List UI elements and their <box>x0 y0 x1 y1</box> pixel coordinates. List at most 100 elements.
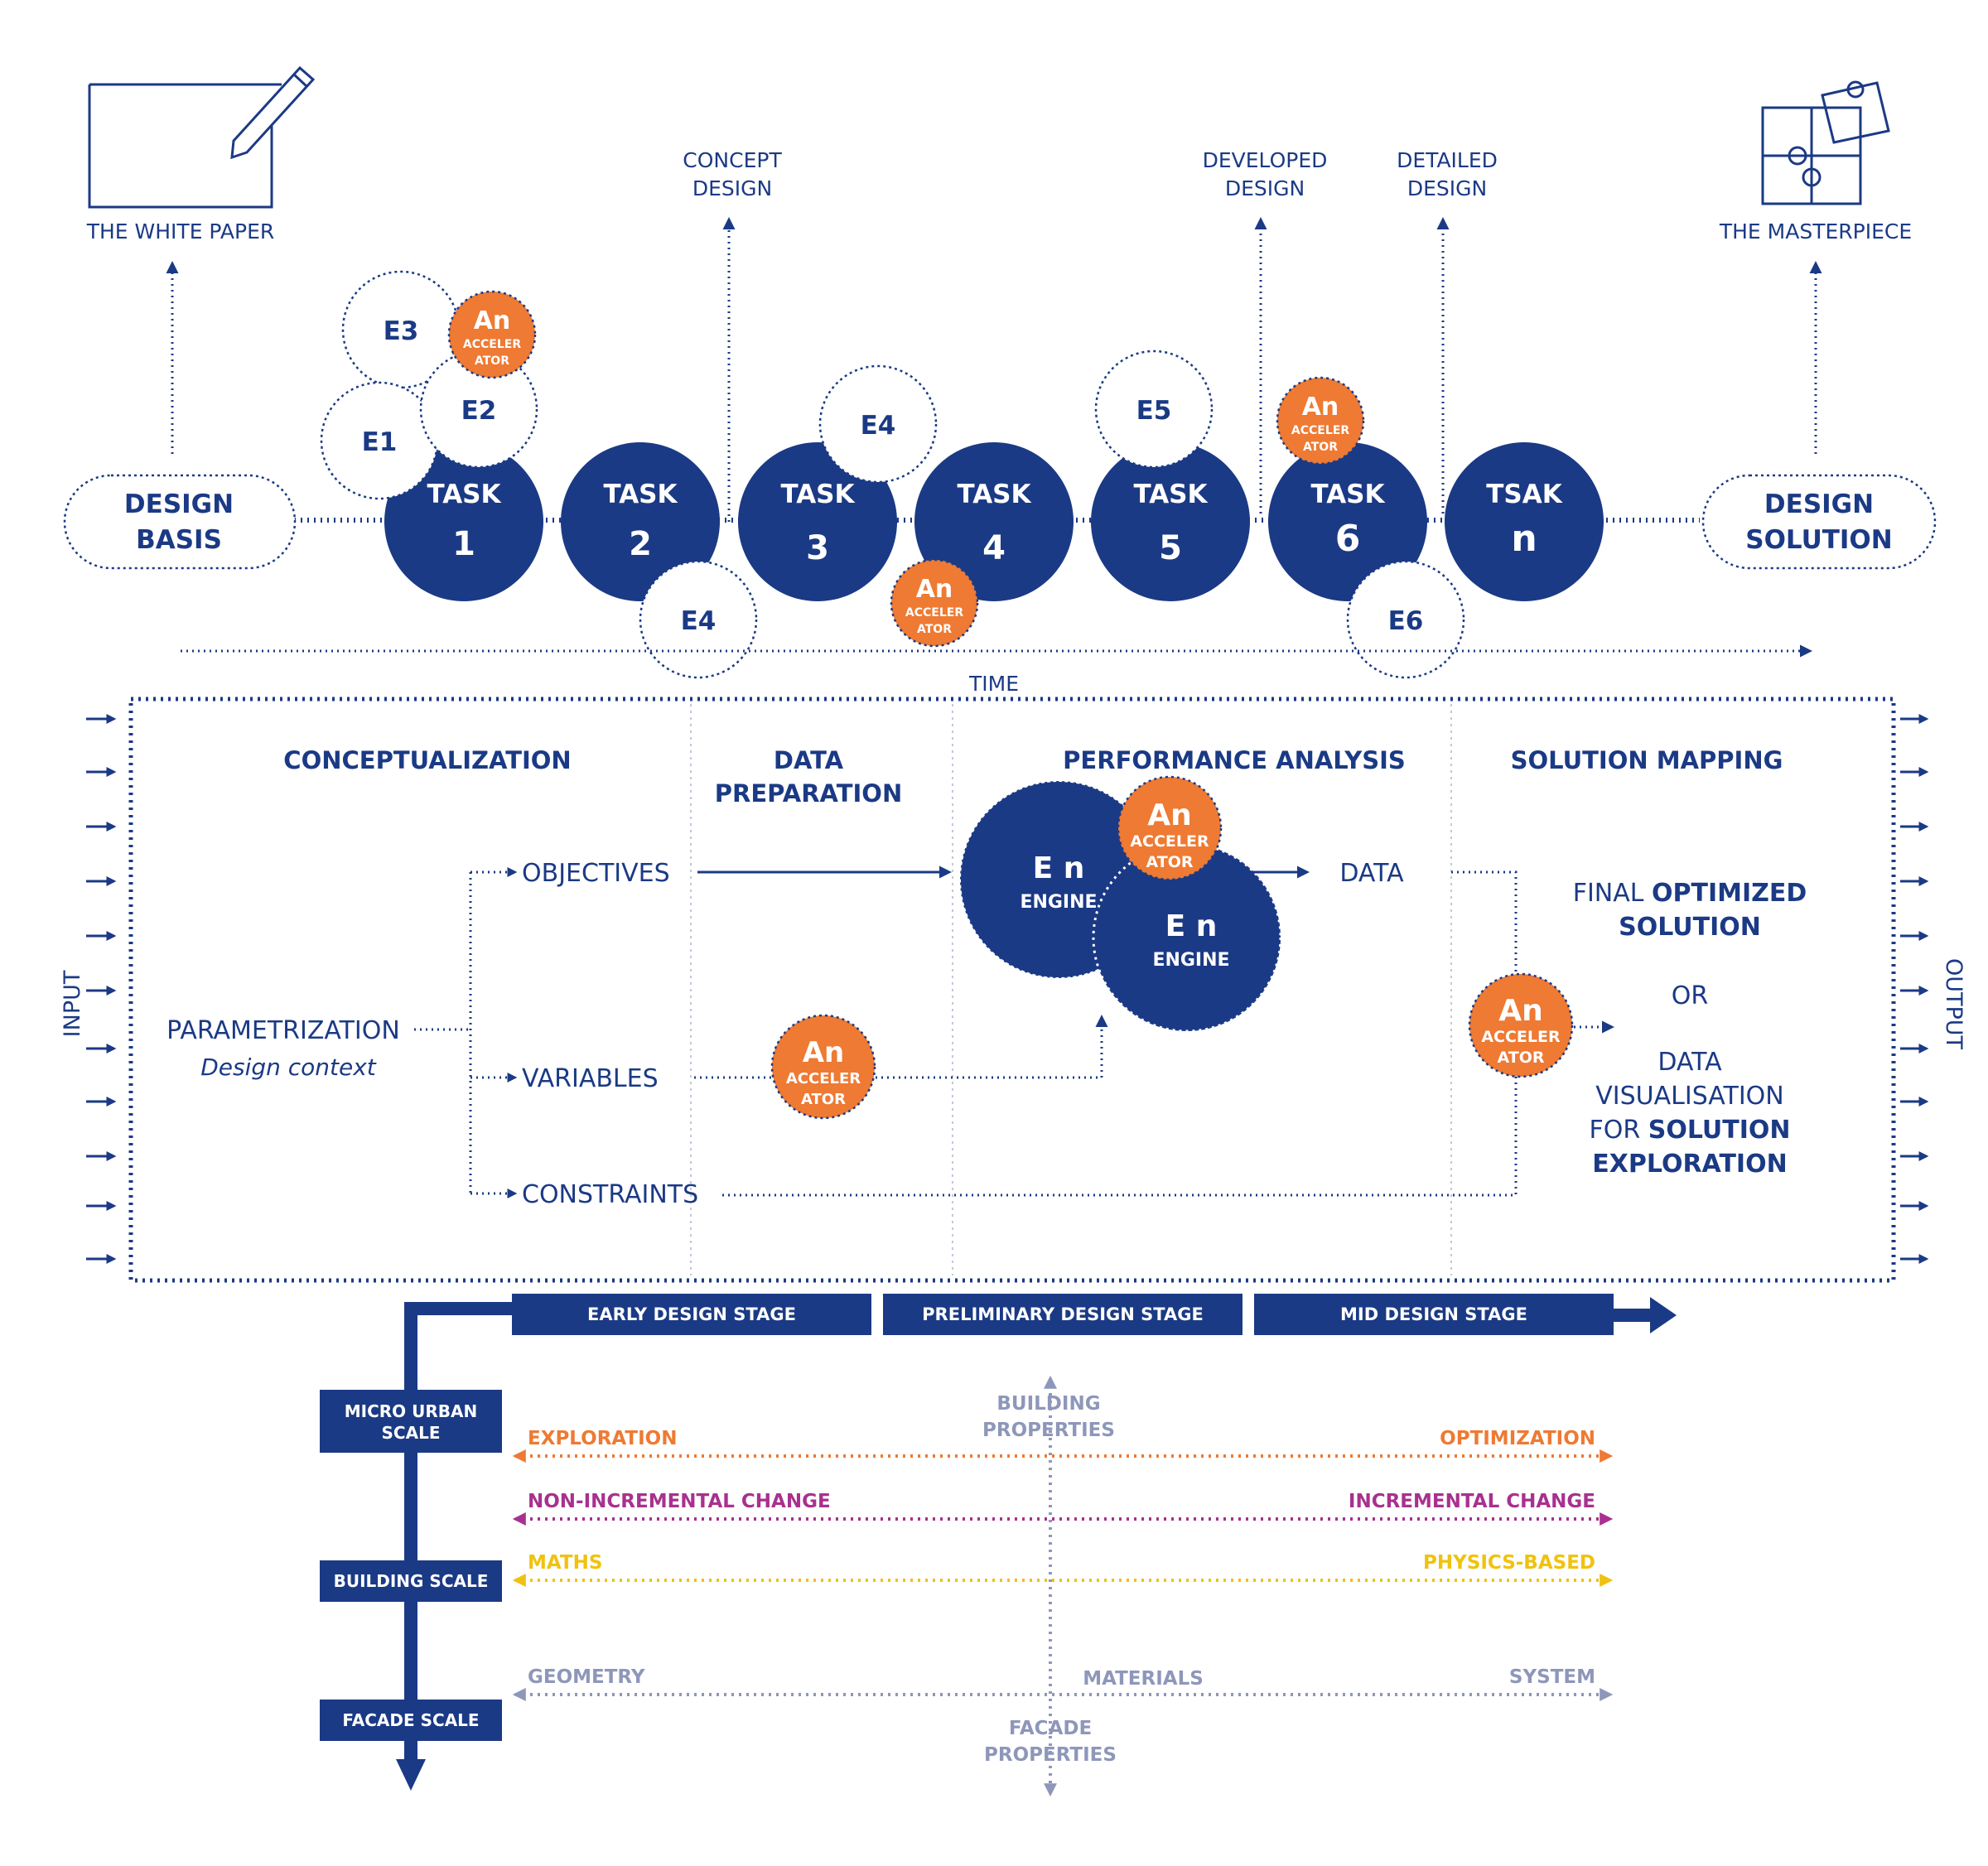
input-arrows <box>86 714 117 1264</box>
svg-text:E2: E2 <box>461 396 497 426</box>
svg-text:E n: E n <box>1033 851 1085 885</box>
svg-text:ACCELER: ACCELER <box>1481 1028 1561 1046</box>
svg-text:TASK: TASK <box>603 480 678 509</box>
time-label: TIME <box>968 672 1019 696</box>
objectives-label: OBJECTIVES <box>522 859 670 888</box>
design-basis-pill: DESIGN BASIS <box>63 474 297 570</box>
expert-e5: E5 <box>1094 350 1214 469</box>
facade-properties-label: FACADE PROPERTIES <box>984 1718 1117 1766</box>
expert-e1: E1 <box>320 381 439 500</box>
expert-e4-task3: E4 <box>818 364 938 484</box>
svg-text:DESIGN: DESIGN <box>1407 176 1487 200</box>
svg-text:E1: E1 <box>362 427 398 457</box>
process-frame <box>128 697 1896 1283</box>
accelerator-solution: An ACCELER ATOR <box>1468 972 1574 1078</box>
svg-text:DETAILED: DETAILED <box>1397 148 1498 172</box>
svg-text:PREPARATION: PREPARATION <box>715 779 902 808</box>
expert-e6: E6 <box>1346 560 1465 679</box>
svg-text:ACCELER: ACCELER <box>463 338 521 351</box>
svg-text:CONCEPT: CONCEPT <box>683 148 782 172</box>
svg-text:n: n <box>1511 518 1537 560</box>
svg-text:ENGINE: ENGINE <box>1020 892 1097 913</box>
svg-text:An: An <box>1302 393 1339 422</box>
svg-text:ATOR: ATOR <box>801 1091 846 1108</box>
task-n: TSAK n <box>1445 442 1604 601</box>
puzzle-icon <box>1761 80 1890 205</box>
design-context-label: Design context <box>200 1054 377 1081</box>
svg-text:E4: E4 <box>681 606 717 636</box>
engine-2: E n ENGINE <box>1092 842 1282 1033</box>
svg-text:E6: E6 <box>1388 606 1424 636</box>
svg-text:DESIGN: DESIGN <box>692 176 772 200</box>
svg-text:TASK: TASK <box>1133 480 1208 509</box>
svg-text:SOLUTION: SOLUTION <box>1745 525 1892 555</box>
stage-early: EARLY DESIGN STAGE <box>512 1294 871 1335</box>
svg-text:TASK: TASK <box>780 480 855 509</box>
variables-to-engine <box>870 1015 1108 1079</box>
svg-text:BASIS: BASIS <box>136 525 222 555</box>
data-label: DATA <box>1339 859 1404 888</box>
svg-text:DATA: DATA <box>1657 1048 1722 1077</box>
svg-text:E n: E n <box>1165 909 1218 943</box>
non-incremental-label: NON-INCREMENTAL CHANGE <box>528 1491 831 1512</box>
svg-text:4: 4 <box>982 529 1006 567</box>
svg-text:DESIGN: DESIGN <box>1764 489 1874 519</box>
svg-text:BUILDING SCALE: BUILDING SCALE <box>334 1571 489 1591</box>
svg-text:ACCELER: ACCELER <box>905 606 963 620</box>
input-label: INPUT <box>60 970 85 1037</box>
accelerator-engine: An ACCELER ATOR <box>1117 775 1223 881</box>
heading-data-preparation: DATA PREPARATION <box>715 746 902 808</box>
svg-text:EARLY DESIGN STAGE: EARLY DESIGN STAGE <box>587 1304 796 1324</box>
svg-text:FACADE SCALE: FACADE SCALE <box>342 1710 479 1730</box>
task-4: TASK 4 <box>914 442 1074 601</box>
svg-text:ATOR: ATOR <box>917 623 952 636</box>
scale-micro-urban: MICRO URBAN SCALE <box>320 1390 502 1453</box>
svg-text:ACCELER: ACCELER <box>1130 832 1209 851</box>
design-solution-pill: DESIGN SOLUTION <box>1701 474 1937 570</box>
svg-text:SCALE: SCALE <box>382 1423 441 1443</box>
scale-axis <box>404 1302 512 1764</box>
svg-text:5: 5 <box>1159 529 1182 567</box>
svg-text:MID DESIGN STAGE: MID DESIGN STAGE <box>1340 1304 1527 1324</box>
physics-label: PHYSICS-BASED <box>1423 1552 1595 1574</box>
incremental-label: INCREMENTAL CHANGE <box>1349 1491 1595 1512</box>
system-label: SYSTEM <box>1509 1666 1595 1688</box>
building-properties-label: BUILDING PROPERTIES <box>982 1393 1115 1441</box>
heading-solution-mapping: SOLUTION MAPPING <box>1511 746 1783 774</box>
svg-text:MICRO URBAN: MICRO URBAN <box>345 1401 478 1421</box>
svg-text:An: An <box>1498 994 1543 1028</box>
expert-e4-task2: E4 <box>639 560 758 679</box>
output-arrows <box>1900 714 1929 1264</box>
task-3: TASK 3 <box>738 442 897 601</box>
svg-text:EXPLORATION: EXPLORATION <box>1592 1150 1787 1179</box>
svg-text:2: 2 <box>629 525 652 563</box>
scale-axis-arrowhead <box>396 1759 426 1791</box>
svg-text:PROPERTIES: PROPERTIES <box>984 1744 1117 1766</box>
materials-label: MATERIALS <box>1083 1668 1204 1690</box>
svg-text:DEVELOPED: DEVELOPED <box>1203 148 1328 172</box>
svg-text:ENGINE: ENGINE <box>1152 950 1229 971</box>
svg-text:BUILDING: BUILDING <box>996 1393 1100 1415</box>
svg-text:FINAL OPTIMIZED: FINAL OPTIMIZED <box>1573 879 1807 908</box>
svg-text:DATA: DATA <box>774 746 844 774</box>
detailed-design-label: DETAILED DESIGN <box>1397 148 1498 200</box>
svg-text:6: 6 <box>1335 518 1361 560</box>
svg-text:An: An <box>474 306 511 335</box>
scale-building: BUILDING SCALE <box>320 1560 502 1602</box>
svg-text:An: An <box>1147 798 1192 832</box>
geometry-label: GEOMETRY <box>528 1666 645 1688</box>
svg-text:E5: E5 <box>1136 396 1172 426</box>
exploration-label: EXPLORATION <box>528 1428 677 1449</box>
task-5: TASK 5 <box>1091 442 1250 601</box>
accelerator-top-3: An ACCELER ATOR <box>1276 376 1365 465</box>
svg-text:FACADE: FACADE <box>1009 1718 1092 1739</box>
masterpiece-label: THE MASTERPIECE <box>1719 219 1912 243</box>
svg-text:ACCELER: ACCELER <box>1291 424 1349 437</box>
task-2: TASK 2 <box>561 442 720 601</box>
final-solution-text: FINAL OPTIMIZED SOLUTION OR DATA VISUALI… <box>1573 879 1807 1179</box>
svg-text:An: An <box>916 575 953 604</box>
svg-text:OR: OR <box>1672 981 1708 1010</box>
scale-facade: FACADE SCALE <box>320 1700 502 1741</box>
task-6: TASK 6 <box>1268 442 1427 601</box>
heading-conceptualization: CONCEPTUALIZATION <box>283 746 571 774</box>
